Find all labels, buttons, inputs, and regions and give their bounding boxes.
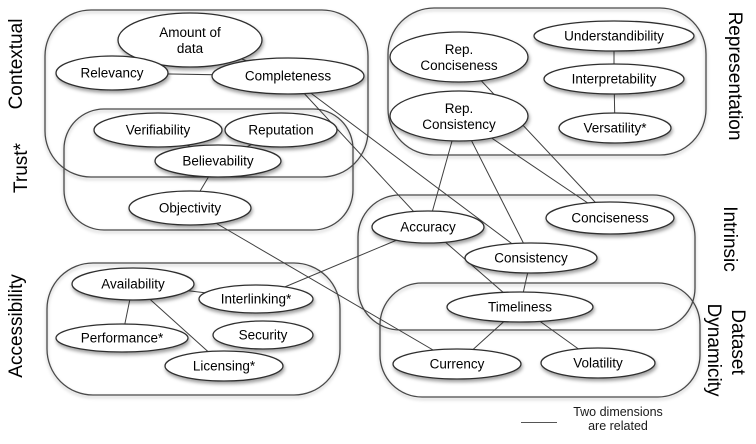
- node-security-ellipse: [212, 320, 314, 350]
- legend-caption: Two dimensions are related: [573, 405, 663, 433]
- edge-rep-conciseness--conciseness: [458, 56, 611, 219]
- group-trust-label: Trust*: [11, 142, 32, 193]
- node-amount-of-data-ellipse: [117, 12, 263, 68]
- node-rep-consistency-ellipse: [389, 90, 529, 142]
- node-consistency-ellipse: [464, 242, 598, 274]
- group-trust-box: [63, 108, 354, 231]
- node-accuracy: Accuracy: [371, 210, 485, 244]
- node-timeliness: Timeliness: [446, 291, 594, 323]
- node-availability-ellipse: [71, 267, 195, 301]
- node-versatility: Versatility*: [558, 112, 672, 144]
- group-accessibility-box: [46, 262, 341, 396]
- node-relevancy: Relevancy: [55, 55, 169, 91]
- node-completeness: Completeness: [211, 57, 365, 95]
- node-interlinking-ellipse: [198, 284, 314, 314]
- group-representation-label: Representation: [724, 12, 745, 141]
- node-verifiability: Verifiability: [93, 112, 223, 148]
- node-performance-label: Performance*: [81, 331, 164, 346]
- node-relevancy-label: Relevancy: [80, 66, 143, 81]
- node-believability-ellipse: [154, 144, 282, 178]
- node-understandibility-ellipse: [533, 20, 695, 52]
- node-licensing-label: Licensing*: [193, 359, 256, 374]
- node-verifiability-label: Verifiability: [126, 123, 191, 138]
- node-interpretability: Interpretability: [543, 63, 685, 95]
- node-objectivity-label: Objectivity: [159, 201, 222, 216]
- node-reputation-ellipse: [224, 112, 338, 148]
- node-interpretability-label: Interpretability: [572, 72, 657, 87]
- node-currency-label: Currency: [430, 357, 485, 372]
- node-performance-ellipse: [55, 323, 189, 353]
- node-conciseness-label: Conciseness: [571, 211, 649, 226]
- node-security: Security: [212, 320, 314, 350]
- group-dataset-dynamicity-box: [379, 282, 701, 398]
- node-licensing-ellipse: [164, 350, 284, 382]
- group-intrinsic-box: [357, 194, 696, 331]
- node-objectivity: Objectivity: [128, 190, 252, 226]
- group-accessibility-label: Accessibility: [6, 274, 27, 378]
- node-rep-consistency-label: Rep.Consistency: [422, 101, 496, 132]
- edge-objectivity--currency: [189, 207, 458, 365]
- node-understandibility: Understandibility: [533, 20, 695, 52]
- node-objectivity-ellipse: [128, 190, 252, 226]
- node-volatility-label: Volatility: [573, 356, 623, 371]
- node-interlinking-label: Interlinking*: [221, 292, 292, 307]
- node-believability-label: Believability: [182, 154, 254, 169]
- node-interpretability-ellipse: [543, 63, 685, 95]
- node-performance: Performance*: [55, 323, 189, 353]
- node-licensing: Licensing*: [164, 350, 284, 382]
- group-contextual-label: Contextual: [6, 19, 27, 110]
- node-rep-consistency: Rep.Consistency: [389, 90, 529, 142]
- node-completeness-label: Completeness: [245, 69, 332, 84]
- node-rep-conciseness-ellipse: [389, 31, 529, 83]
- node-versatility-ellipse: [558, 112, 672, 144]
- node-versatility-label: Versatility*: [583, 121, 647, 136]
- edge-completeness--accuracy: [287, 75, 429, 228]
- node-timeliness-label: Timeliness: [488, 300, 552, 315]
- node-believability: Believability: [154, 144, 282, 178]
- node-verifiability-ellipse: [93, 112, 223, 148]
- node-availability: Availability: [71, 267, 195, 301]
- group-dataset-dynamicity-label-2: Dynamicity: [703, 304, 724, 397]
- node-currency: Currency: [392, 348, 522, 380]
- node-rep-conciseness-label: Rep.Conciseness: [420, 42, 498, 73]
- node-relevancy-ellipse: [55, 55, 169, 91]
- node-accuracy-ellipse: [371, 210, 485, 244]
- node-reputation: Reputation: [224, 112, 338, 148]
- node-reputation-label: Reputation: [248, 123, 313, 138]
- group-intrinsic-label: Intrinsic: [719, 206, 740, 271]
- node-understandibility-label: Understandibility: [564, 29, 664, 44]
- node-currency-ellipse: [392, 348, 522, 380]
- node-accuracy-label: Accuracy: [400, 220, 456, 235]
- node-interlinking: Interlinking*: [198, 284, 314, 314]
- node-completeness-ellipse: [211, 57, 365, 95]
- edge-completeness--consistency: [287, 75, 532, 259]
- node-volatility: Volatility: [540, 347, 656, 379]
- node-consistency-label: Consistency: [494, 251, 568, 266]
- node-consistency: Consistency: [464, 242, 598, 274]
- node-security-label: Security: [239, 328, 288, 343]
- group-dataset-dynamicity-label: Dataset: [727, 309, 748, 375]
- node-availability-label: Availability: [101, 277, 165, 292]
- node-volatility-ellipse: [540, 347, 656, 379]
- node-rep-conciseness: Rep.Conciseness: [389, 31, 529, 83]
- node-timeliness-ellipse: [446, 291, 594, 323]
- legend-relation-line: [521, 422, 557, 423]
- node-conciseness: Conciseness: [545, 201, 675, 235]
- node-conciseness-ellipse: [545, 201, 675, 235]
- group-representation-box: [387, 7, 707, 156]
